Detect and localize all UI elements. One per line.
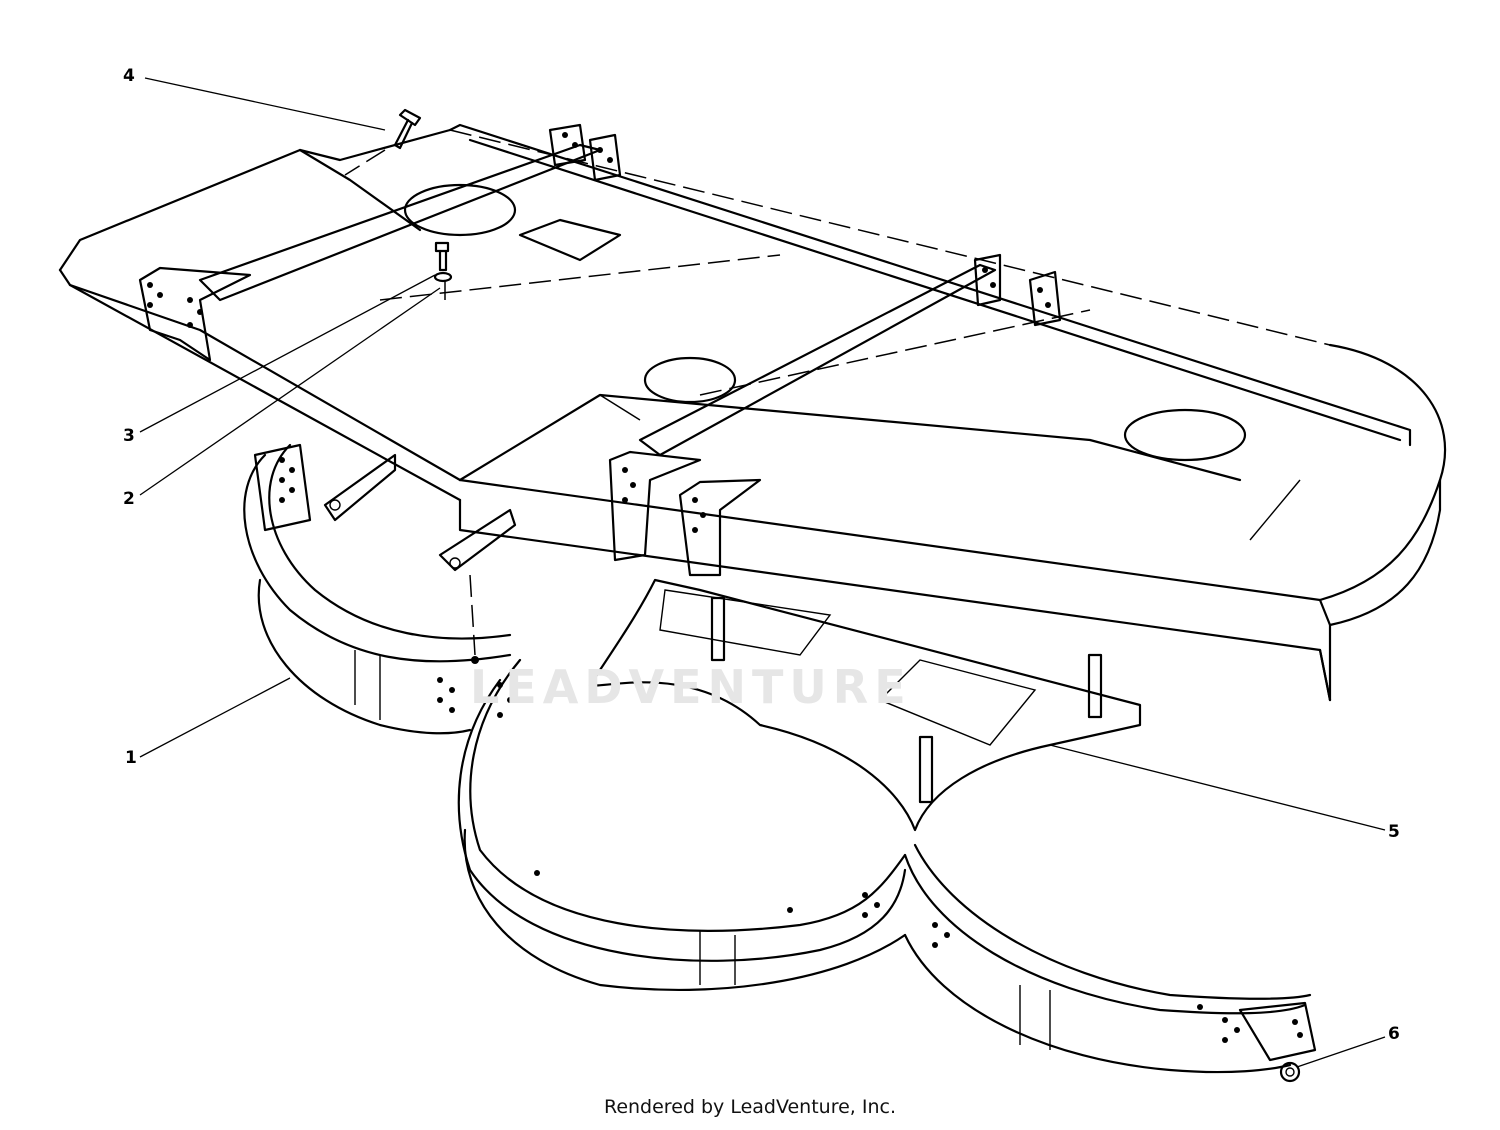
baffle-plate bbox=[588, 578, 1142, 832]
footer-credit: Rendered by LeadVenture, Inc. bbox=[603, 1096, 897, 1118]
callout-3: 3 bbox=[123, 426, 135, 446]
callout-2: 2 bbox=[123, 489, 135, 509]
callout-5: 5 bbox=[1388, 822, 1400, 842]
deck-housing bbox=[58, 128, 1447, 702]
watermark: LEADVENTURE bbox=[470, 660, 912, 714]
leader-lines bbox=[139, 77, 1386, 1068]
hardware bbox=[344, 108, 1301, 1083]
front-guard-skirt bbox=[243, 443, 1317, 1074]
deck-rails-brackets bbox=[138, 123, 1412, 577]
callout-1: 1 bbox=[125, 748, 137, 768]
callout-6: 6 bbox=[1388, 1024, 1400, 1044]
hole-patterns bbox=[147, 132, 1303, 1043]
callout-4: 4 bbox=[123, 66, 135, 86]
